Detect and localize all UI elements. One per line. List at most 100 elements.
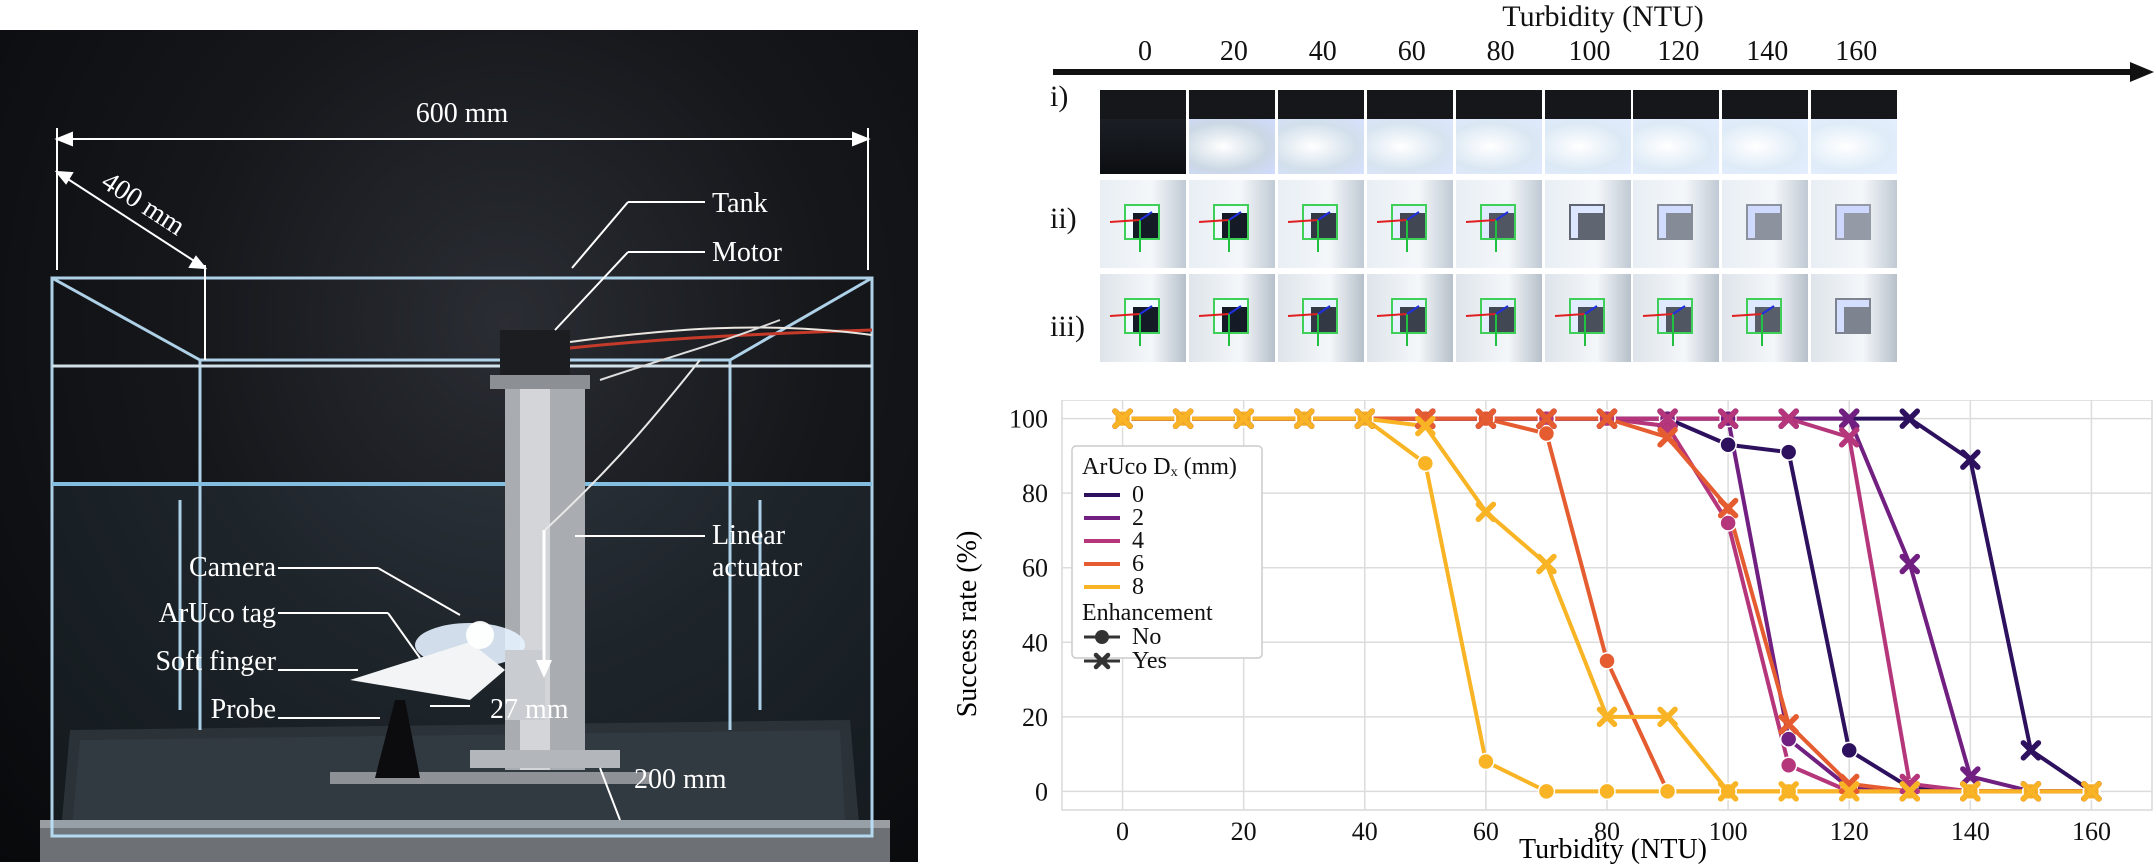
point-with-enhancement	[1838, 427, 1860, 448]
pose-axes-overlay	[1198, 305, 1242, 346]
width-dimension-label: 600 mm	[416, 98, 509, 129]
point-with-enhancement	[1596, 706, 1618, 728]
point-with-enhancement	[1960, 766, 1981, 787]
row-label-iii: iii)	[1050, 310, 1085, 343]
strip-image-ii-100	[1544, 180, 1631, 268]
aruco-tag-image	[1212, 204, 1249, 240]
soft-finger-label: Soft finger	[155, 646, 276, 677]
strip-image-iii-80	[1455, 274, 1542, 362]
y-axis-label: Success rate (%)	[952, 531, 983, 718]
x-tick-label: 20	[1231, 817, 1257, 846]
linear-actuator-label-line2: actuator	[712, 552, 803, 583]
point-with-enhancement	[1112, 408, 1133, 429]
point-with-enhancement	[1778, 714, 1799, 735]
x-tick-label: 160	[2072, 817, 2111, 846]
camera-label: Camera	[189, 552, 277, 583]
strip-image-ii-80	[1455, 180, 1542, 268]
probe-label: Probe	[211, 694, 276, 725]
point-with-enhancement	[1899, 408, 1921, 429]
aruco-tag-image	[1657, 204, 1694, 240]
pose-axes-overlay	[1287, 211, 1331, 252]
point-no-enhancement	[1719, 514, 1737, 532]
gap-dimension-label: 27 mm	[490, 694, 569, 725]
soft-finger	[350, 642, 505, 700]
aruco-tag-label: ArUco tag	[159, 598, 276, 629]
legend-label-yes: Yes	[1132, 648, 1167, 674]
point-no-enhancement	[1416, 454, 1435, 473]
probe	[375, 700, 420, 778]
point-with-enhancement	[1536, 553, 1557, 575]
strip-image-ii-0	[1100, 180, 1186, 268]
x-tick-label: 0	[1116, 817, 1129, 846]
height-dimension-label: 200 mm	[634, 764, 727, 795]
legend-label-4: 4	[1132, 528, 1144, 554]
strip-tick-140: 140	[1746, 36, 1789, 67]
point-no-enhancement	[1779, 443, 1798, 461]
legend-label-0: 0	[1132, 482, 1144, 508]
strip-tick-80: 80	[1486, 36, 1515, 67]
x-tick-label: 40	[1352, 817, 1378, 846]
strip-image-iii-40	[1277, 274, 1364, 362]
point-with-enhancement	[1233, 408, 1254, 429]
legend-circle-marker	[1095, 630, 1109, 644]
point-no-enhancement	[1598, 782, 1616, 801]
strip-image-i-20	[1188, 90, 1275, 174]
point-with-enhancement	[1778, 408, 1799, 429]
y-tick-label: 80	[1022, 479, 1048, 508]
point-with-enhancement	[1293, 408, 1315, 429]
point-with-enhancement	[1960, 781, 1981, 802]
strip-image-ii-40	[1277, 180, 1364, 268]
point-with-enhancement	[1960, 449, 1981, 470]
legend-label-no: No	[1132, 624, 1161, 650]
strip-image-iii-0	[1100, 274, 1186, 362]
point-with-enhancement	[1475, 408, 1497, 429]
aruco-tag-image	[1301, 298, 1338, 334]
y-tick-label: 0	[1035, 777, 1048, 806]
point-with-enhancement	[1899, 781, 1921, 802]
strip-image-iii-60	[1366, 274, 1453, 362]
strip-tick-0: 0	[1138, 36, 1152, 67]
pose-axes-overlay	[1554, 305, 1598, 346]
point-with-enhancement	[1475, 501, 1497, 523]
pose-axes-overlay	[1643, 305, 1686, 346]
point-no-enhancement	[1598, 652, 1616, 670]
x-tick-label: 80	[1594, 817, 1620, 846]
point-with-enhancement	[1717, 408, 1739, 429]
strip-tick-20: 20	[1219, 36, 1248, 67]
row-label-ii: ii)	[1050, 202, 1077, 235]
experimental-setup-photo: 600 mm 400 mm Tank Motor Linear actuator…	[0, 30, 918, 862]
y-tick-label: 40	[1022, 628, 1048, 657]
aruco-tag-image	[1390, 298, 1427, 334]
y-tick-label: 60	[1022, 554, 1048, 583]
legend-title-enhancement: Enhancement	[1082, 600, 1213, 626]
pose-axes-overlay	[1732, 305, 1775, 346]
strip-image-ii-160	[1811, 180, 1898, 268]
tank-label: Tank	[712, 188, 768, 219]
pose-axes-overlay	[1109, 305, 1153, 346]
point-no-enhancement	[1779, 730, 1798, 748]
point-no-enhancement	[1477, 752, 1495, 771]
legend-label-8: 8	[1132, 574, 1144, 600]
strip-image-iii-160	[1811, 274, 1898, 362]
strip-image-iii-100	[1544, 274, 1631, 362]
legend-box	[1071, 445, 1263, 659]
strip-image-ii-120	[1633, 180, 1720, 268]
strip-tick-160: 160	[1835, 36, 1878, 67]
row-label-i: i)	[1050, 80, 1069, 113]
strip-image-i-100	[1544, 90, 1631, 174]
aruco-tag-image	[1835, 204, 1872, 240]
point-with-enhancement	[1838, 408, 1860, 429]
point-with-enhancement	[1657, 706, 1678, 728]
point-with-enhancement	[1899, 553, 1921, 575]
strip-axis-title: Turbidity (NTU)	[1502, 0, 1704, 33]
strip-image-i-160	[1811, 90, 1898, 174]
point-no-enhancement	[1840, 741, 1858, 760]
pose-axes-overlay	[1287, 305, 1331, 346]
point-with-enhancement	[1717, 497, 1739, 519]
point-with-enhancement	[2020, 740, 2042, 761]
pose-axes-overlay	[1376, 305, 1420, 346]
legend-label-2: 2	[1132, 505, 1144, 531]
legend-label-6: 6	[1132, 551, 1144, 577]
strip-image-ii-140	[1722, 180, 1809, 268]
point-no-enhancement	[1537, 782, 1556, 801]
